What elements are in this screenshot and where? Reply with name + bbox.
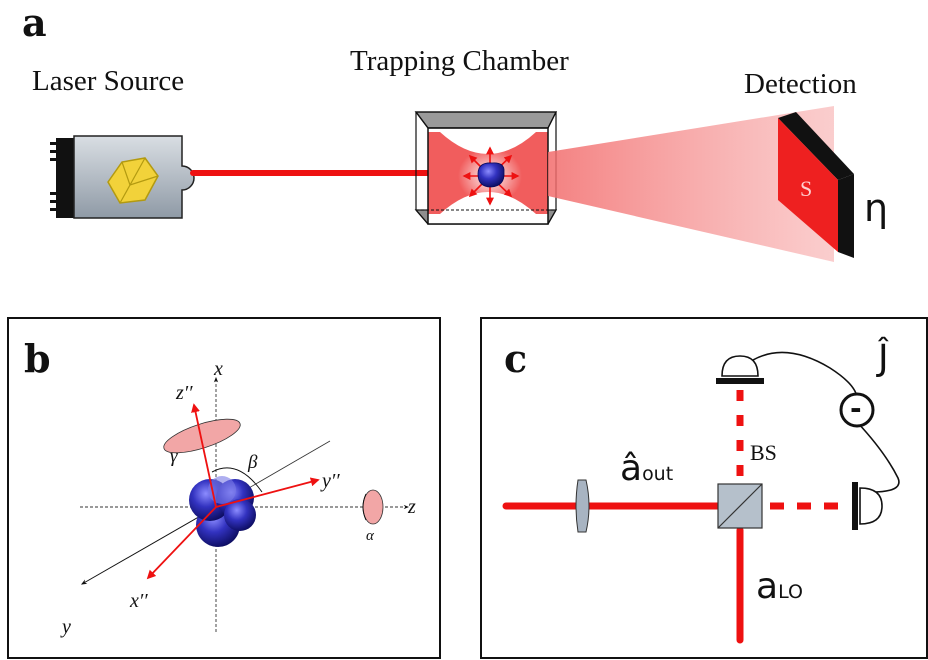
axis-y-double-prime-label: y′′ xyxy=(322,470,340,492)
output-mode-symbol: â xyxy=(620,448,643,489)
trapping-chamber-icon xyxy=(414,111,558,225)
angle-gamma-label: γ xyxy=(170,446,178,467)
panel-b-letter: b xyxy=(24,336,51,381)
lo-mode-subscript: LO xyxy=(778,581,803,603)
efficiency-eta-label: η xyxy=(864,186,889,230)
photocurrent-label: Ĵ xyxy=(878,338,889,379)
laser-source-icon xyxy=(50,135,195,219)
homodyne-setup xyxy=(502,351,900,644)
euler-rotation-diagram xyxy=(80,376,410,632)
detection-title: Detection xyxy=(744,68,857,100)
lo-mode-symbol: a xyxy=(756,566,779,607)
detector-s-label: S xyxy=(800,176,813,201)
axis-x-label: x xyxy=(214,358,223,380)
detector-icon xyxy=(778,112,854,258)
laser-source-title: Laser Source xyxy=(32,65,185,97)
panel-a-letter: a xyxy=(22,0,47,45)
axis-z-double-prime-label: z′′ xyxy=(176,382,193,404)
scattered-light-cone xyxy=(548,106,834,262)
beam-splitter-label: BS xyxy=(750,440,777,465)
lo-mode-label: aLO xyxy=(756,566,803,607)
panel-c-letter: c xyxy=(504,336,528,381)
axis-x-double-prime-label: x′′ xyxy=(130,590,148,612)
angle-beta-label: β xyxy=(248,452,258,473)
subtractor-symbol: - xyxy=(850,392,862,425)
output-mode-subscript: out xyxy=(642,463,674,485)
angle-alpha-label: α xyxy=(366,528,374,544)
axis-z-label: z xyxy=(408,496,416,518)
axis-y-label: y xyxy=(62,616,71,638)
output-mode-label: âout xyxy=(620,448,673,489)
trapping-chamber-title: Trapping Chamber xyxy=(350,45,569,77)
